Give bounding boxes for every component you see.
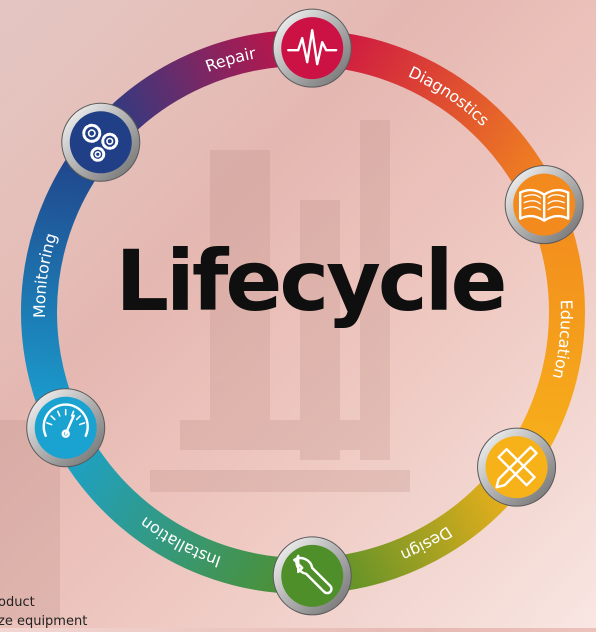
node-disc — [281, 545, 343, 607]
node-disc — [281, 17, 343, 79]
node-repair[interactable] — [62, 103, 140, 181]
corner-text-line-1: oduct — [0, 595, 35, 610]
corner-text-line-2: ze equipment — [0, 614, 87, 629]
node-installation[interactable] — [273, 537, 351, 615]
node-monitoring[interactable] — [27, 389, 105, 467]
node-disc — [486, 436, 548, 498]
node-disc — [70, 111, 132, 173]
node-design[interactable] — [478, 428, 556, 506]
node-diagnostics[interactable] — [273, 9, 351, 87]
lifecycle-title: Lifecycle — [0, 232, 596, 330]
